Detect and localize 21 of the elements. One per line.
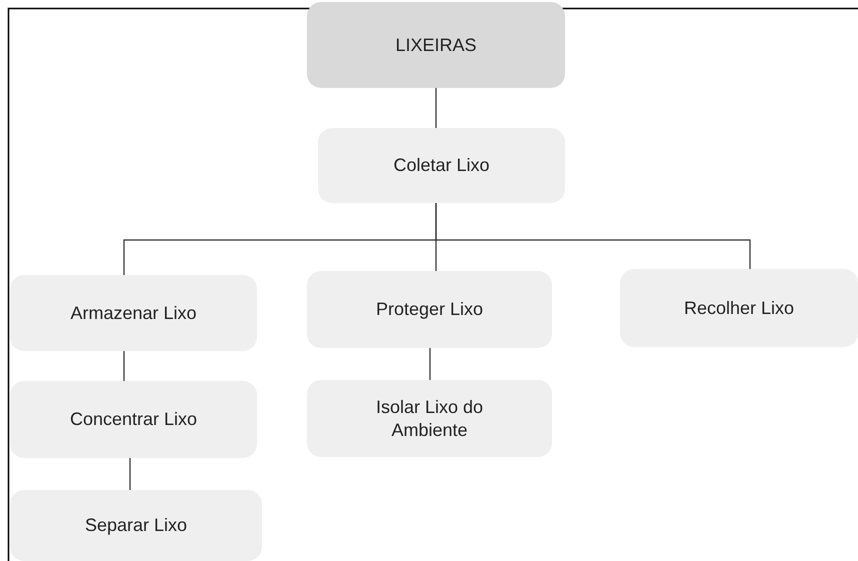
- connector-line: [123, 351, 125, 381]
- node-box: [307, 2, 565, 88]
- node-box: [620, 269, 858, 347]
- node-box: [307, 271, 552, 348]
- node-label: Armazenar Lixo: [69, 302, 198, 324]
- node-label: Recolher Lixo: [682, 296, 796, 320]
- connector-line: [129, 458, 131, 490]
- node-box: [10, 275, 257, 351]
- node-box: [318, 128, 565, 203]
- connector-line: [429, 348, 431, 380]
- node-label: LIXEIRAS: [394, 34, 478, 56]
- node-label: Concentrar Lixo: [68, 408, 198, 431]
- node-box: [10, 490, 262, 561]
- connector-line: [435, 203, 751, 269]
- node-box: [307, 380, 552, 457]
- node-box: [10, 381, 257, 458]
- node-label: Proteger Lixo: [374, 298, 484, 321]
- connector-line: [435, 88, 437, 128]
- node-label: Isolar Lixo do Ambiente: [374, 396, 484, 441]
- node-label: Separar Lixo: [84, 514, 188, 537]
- node-label: Coletar Lixo: [392, 154, 491, 177]
